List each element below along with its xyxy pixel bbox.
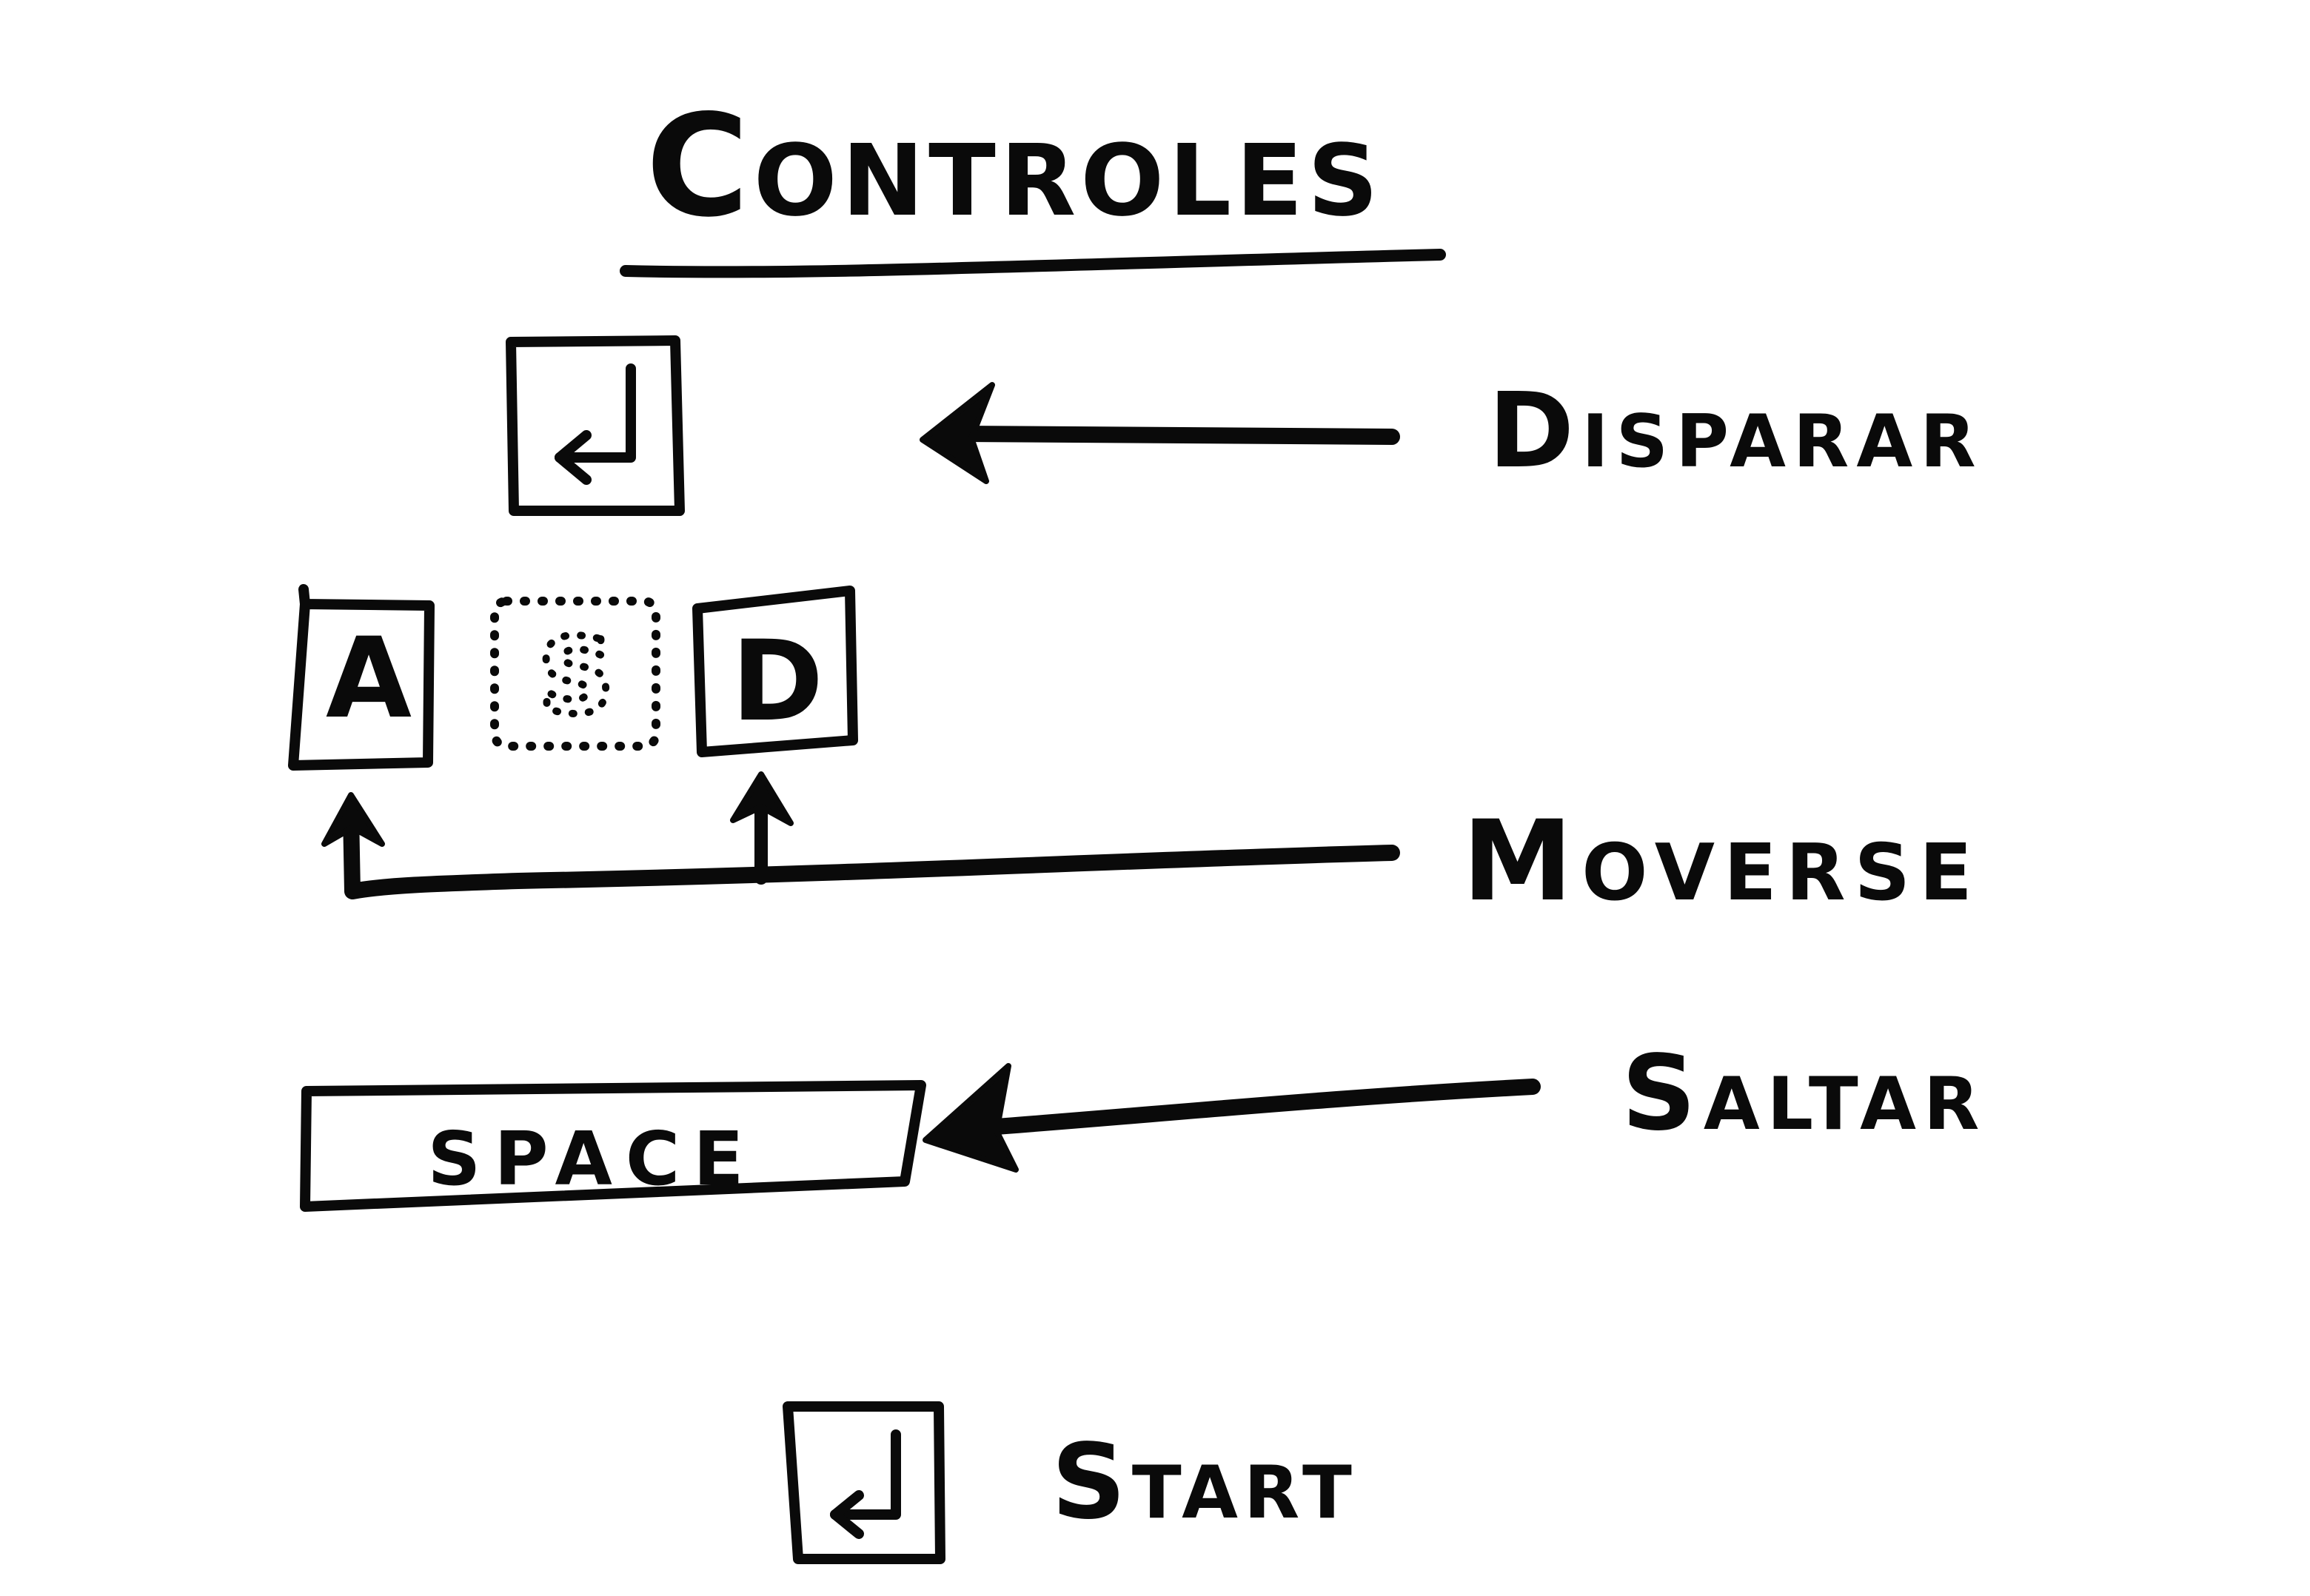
enter-key-icon [555, 363, 636, 485]
move-arrow [321, 771, 1400, 899]
start-enter-key[interactable] [783, 1401, 945, 1564]
key-d-label: D [732, 617, 824, 746]
jump-arrow [923, 1063, 1541, 1173]
key-a[interactable]: A [288, 584, 435, 771]
enter-key-fire[interactable] [506, 335, 685, 516]
title-group: Controles [620, 84, 1446, 278]
action-label-fire: Disparar [1488, 371, 1983, 492]
title-underline [620, 249, 1446, 278]
page-title: Controles [646, 84, 1382, 248]
key-a-label: A [326, 614, 412, 743]
key-s-label: S [539, 617, 614, 737]
fire-arrow [920, 382, 1400, 484]
space-key-label: SPACE [427, 1116, 757, 1202]
key-d[interactable]: D [692, 586, 858, 757]
space-key[interactable]: SPACE [300, 1080, 926, 1212]
action-label-move: Moverse [1462, 797, 1981, 926]
start-label[interactable]: Start [1051, 1422, 1358, 1543]
enter-key-icon [830, 1429, 901, 1539]
action-label-jump: Saltar [1621, 1033, 1986, 1154]
key-s-disabled: S [490, 597, 660, 751]
